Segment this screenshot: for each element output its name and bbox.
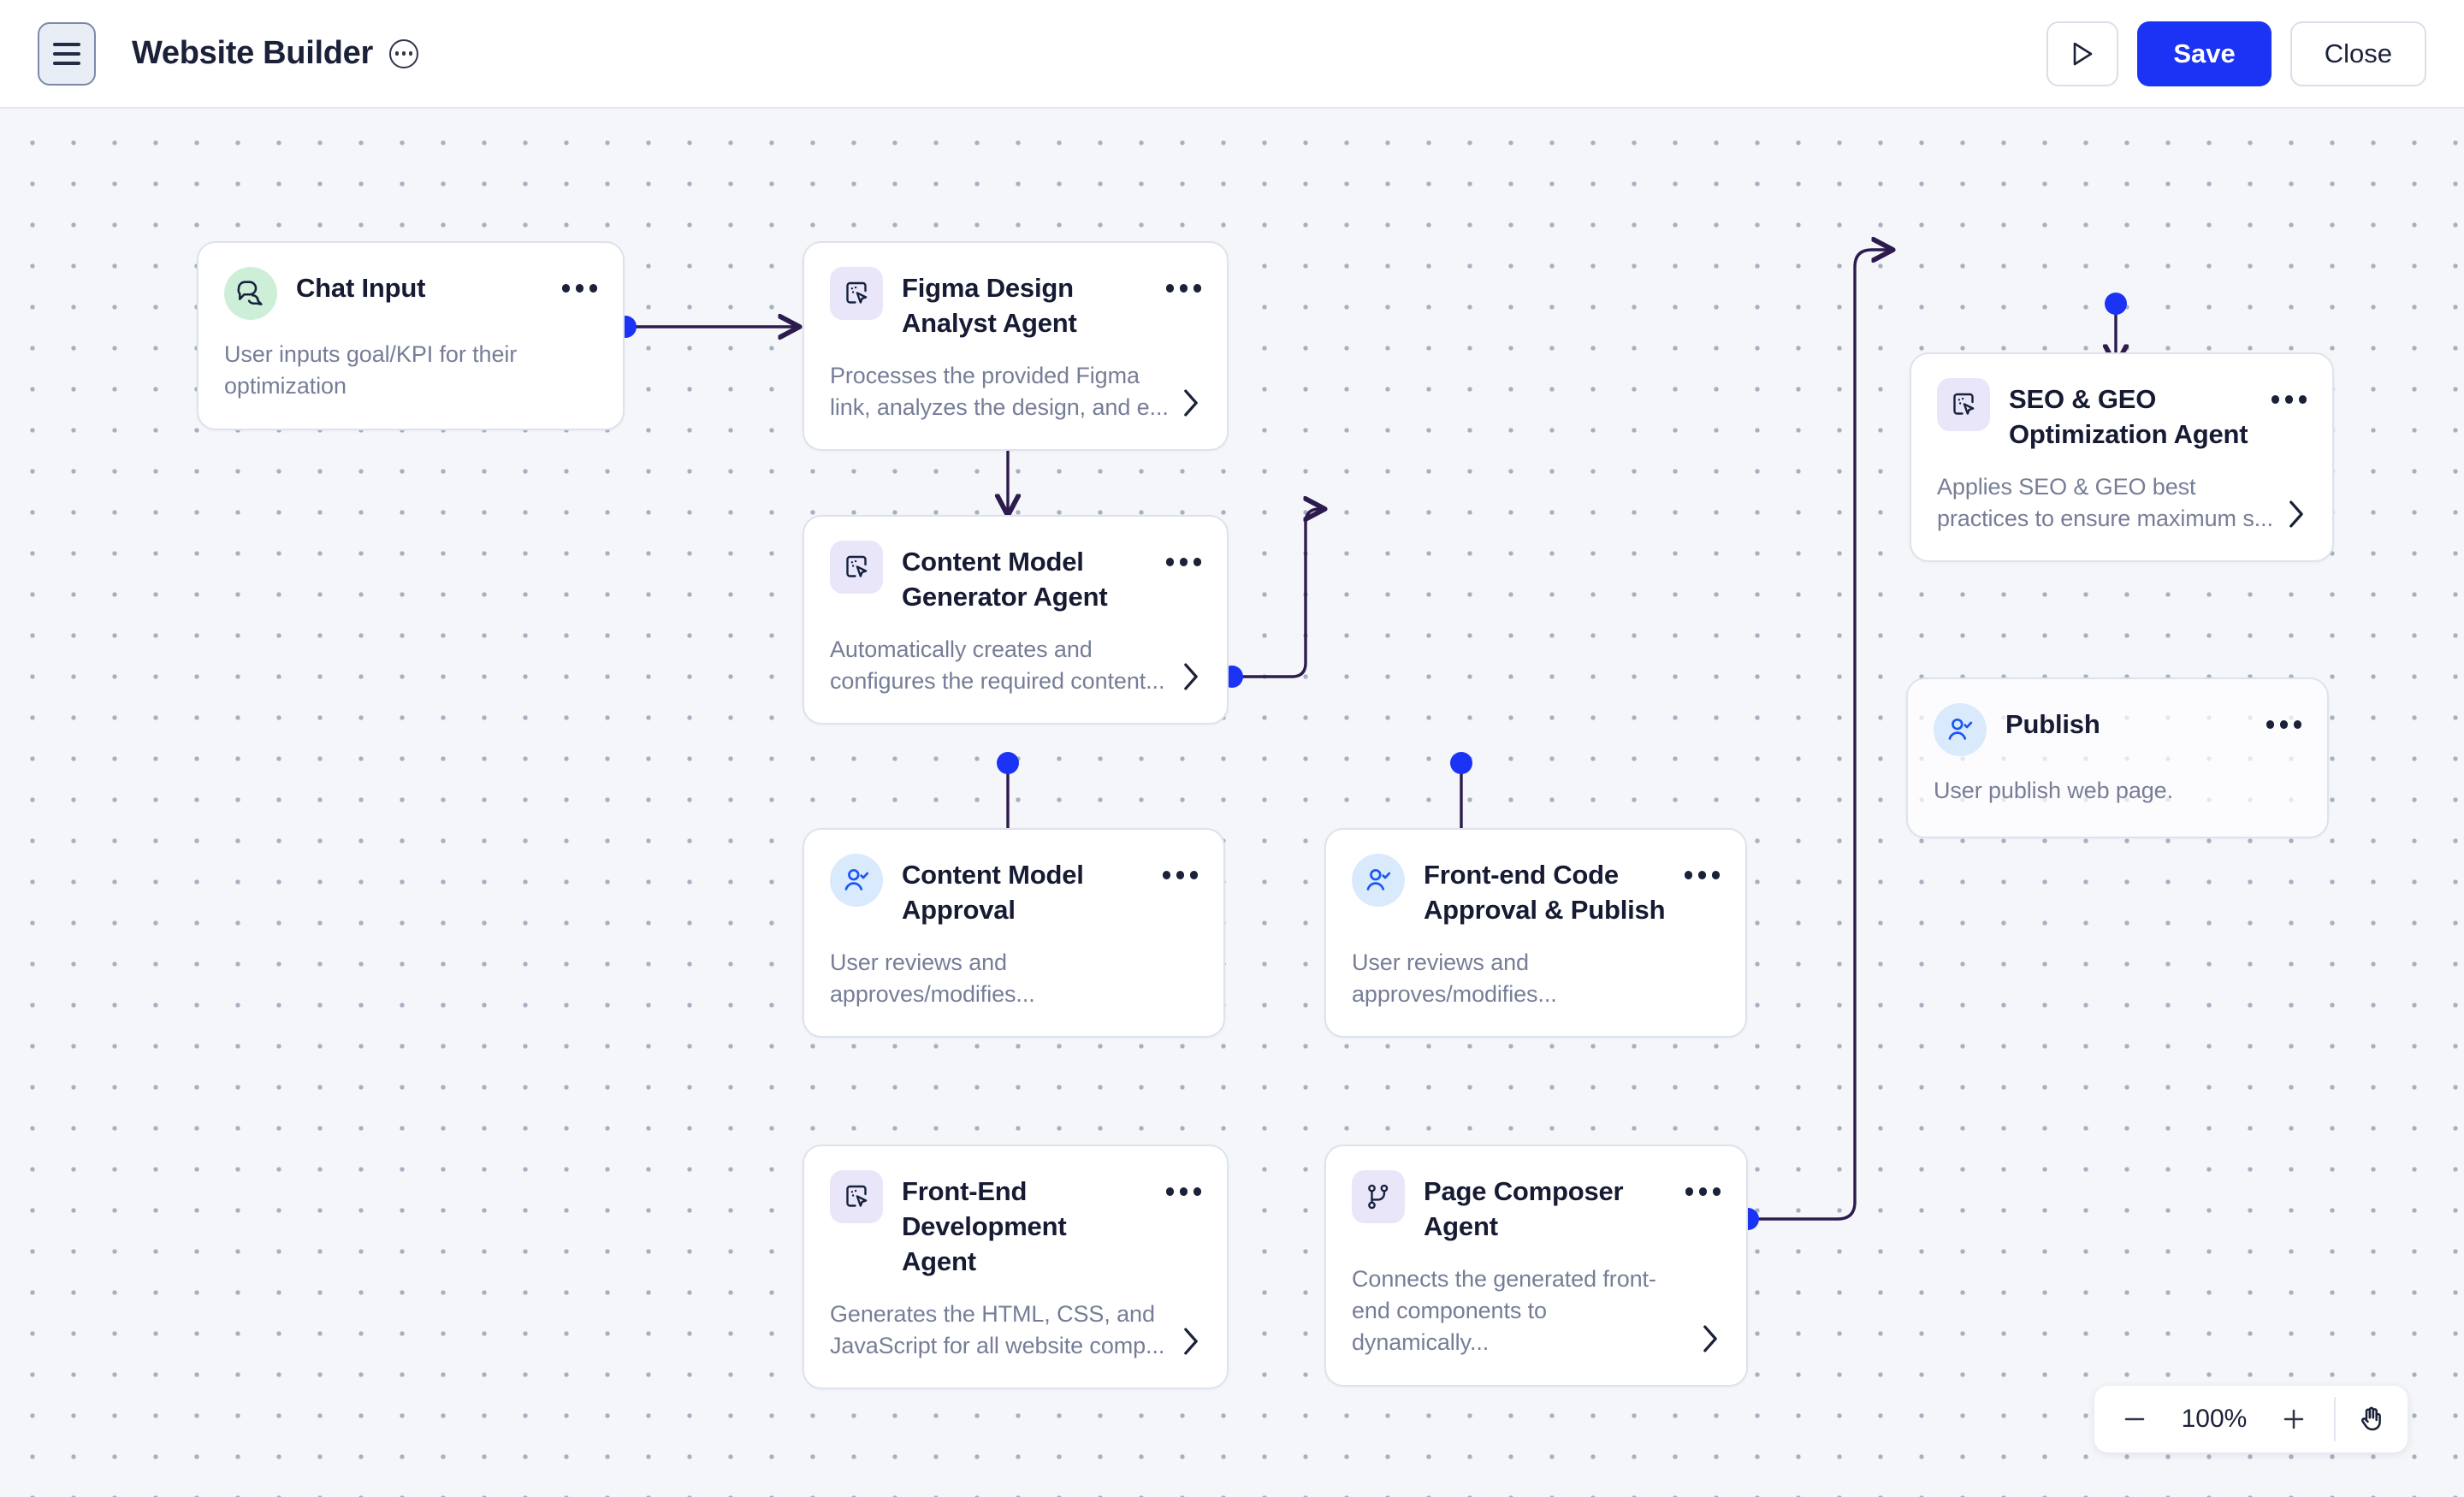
node-title: Content Model Generator Agent xyxy=(902,547,1108,612)
page-title: Website Builder xyxy=(132,35,373,71)
node-description: Connects the generated front-end compone… xyxy=(1352,1265,1656,1356)
node-front-end-code-approval-publish[interactable]: Front-end Code Approval & Publish User r… xyxy=(1324,828,1747,1038)
node-publish[interactable]: Publish User publish web page. xyxy=(1906,677,2329,838)
node-menu-icon[interactable] xyxy=(2271,378,2307,404)
document-cursor-icon xyxy=(1937,378,1990,431)
zoom-in-button[interactable] xyxy=(2276,1401,2312,1437)
node-title: SEO & GEO Optimization Agent xyxy=(2009,384,2248,449)
git-branch-icon xyxy=(1352,1170,1405,1223)
hamburger-menu-icon xyxy=(53,51,80,56)
node-menu-icon[interactable] xyxy=(561,267,597,293)
node-description: User publish web page. xyxy=(1934,778,2173,803)
node-front-end-development-agent[interactable]: Front-End Development Agent Generates th… xyxy=(803,1145,1229,1390)
hamburger-menu-button[interactable] xyxy=(38,21,96,86)
node-menu-icon[interactable] xyxy=(1684,854,1720,879)
node-description: User inputs goal/KPI for their optimizat… xyxy=(224,341,518,399)
minus-icon xyxy=(2124,1417,2145,1421)
chevron-right-icon[interactable] xyxy=(1700,1324,1721,1359)
node-menu-icon[interactable] xyxy=(1685,1170,1721,1196)
node-title: Front-end Code Approval & Publish xyxy=(1424,860,1666,925)
run-button[interactable] xyxy=(2046,21,2119,86)
handle-code-approval-out[interactable] xyxy=(1450,752,1472,774)
node-menu-icon[interactable] xyxy=(1162,854,1198,879)
node-title: Figma Design Analyst Agent xyxy=(902,273,1077,338)
zoom-toolbar: 100% xyxy=(2094,1386,2408,1453)
app-header: Website Builder Save Close xyxy=(0,0,2464,109)
node-seo-geo-optimization-agent[interactable]: SEO & GEO Optimization Agent Applies SEO… xyxy=(1910,352,2334,563)
node-title: Page Composer Agent xyxy=(1424,1176,1624,1241)
chevron-right-icon[interactable] xyxy=(1181,1327,1201,1362)
user-check-icon xyxy=(1934,703,1987,756)
document-cursor-icon xyxy=(830,1170,883,1223)
node-title: Front-End Development Agent xyxy=(902,1176,1067,1276)
node-figma-design-analyst-agent[interactable]: Figma Design Analyst Agent Processes the… xyxy=(803,241,1229,452)
handle-content-approval-out[interactable] xyxy=(997,752,1019,774)
hamburger-menu-icon xyxy=(53,61,80,65)
node-title: Content Model Approval xyxy=(902,860,1084,925)
chevron-right-icon[interactable] xyxy=(1181,388,1201,423)
node-chat-input[interactable]: Chat Input User inputs goal/KPI for thei… xyxy=(197,241,625,430)
zoom-out-button[interactable] xyxy=(2117,1401,2153,1437)
edge-frontend-dev-to-code-approval xyxy=(1230,509,1324,678)
hand-pan-icon xyxy=(2360,1406,2381,1431)
node-menu-icon[interactable] xyxy=(1165,541,1201,566)
zoom-level-value: 100% xyxy=(2181,1405,2248,1433)
toolbar-divider xyxy=(2334,1397,2336,1441)
chat-bubbles-icon xyxy=(224,267,277,320)
node-content-model-generator-agent[interactable]: Content Model Generator Agent Automatica… xyxy=(803,515,1229,725)
title-group: Website Builder xyxy=(132,35,418,72)
edge-page-composer-to-seo xyxy=(1581,250,1892,1221)
close-button[interactable]: Close xyxy=(2289,21,2426,86)
document-cursor-icon xyxy=(830,267,883,320)
node-description: Automatically creates and configures the… xyxy=(830,636,1165,695)
node-description: Generates the HTML, CSS, and JavaScript … xyxy=(830,1300,1165,1358)
hamburger-menu-icon xyxy=(53,42,80,46)
document-cursor-icon xyxy=(830,541,883,594)
node-menu-icon[interactable] xyxy=(1165,1170,1201,1196)
node-title: Chat Input xyxy=(296,273,426,303)
play-icon xyxy=(2074,42,2093,65)
handle-seo-out[interactable] xyxy=(2105,293,2127,315)
chevron-right-icon[interactable] xyxy=(2286,500,2307,535)
node-menu-icon[interactable] xyxy=(2266,703,2301,729)
user-check-icon xyxy=(830,854,883,907)
node-description: User reviews and approves/modifies... xyxy=(830,949,1035,1008)
pan-tool-button[interactable] xyxy=(2336,1404,2408,1435)
node-content-model-approval[interactable]: Content Model Approval User reviews and … xyxy=(803,828,1225,1038)
node-description: Processes the provided Figma link, analy… xyxy=(830,362,1169,421)
node-description: User reviews and approves/modifies... xyxy=(1352,949,1557,1008)
node-menu-icon[interactable] xyxy=(1165,267,1201,293)
node-title: Publish xyxy=(2005,709,2100,739)
node-page-composer-agent[interactable]: Page Composer Agent Connects the generat… xyxy=(1324,1145,1748,1387)
header-actions: Save Close xyxy=(2046,21,2426,86)
more-options-circle-icon[interactable] xyxy=(388,38,418,68)
plus-icon xyxy=(2283,1409,2304,1429)
node-description: Applies SEO & GEO best practices to ensu… xyxy=(1937,473,2273,532)
chevron-right-icon[interactable] xyxy=(1181,662,1201,697)
user-check-icon xyxy=(1352,854,1405,907)
save-button[interactable]: Save xyxy=(2137,21,2272,86)
workflow-canvas[interactable]: Chat Input User inputs goal/KPI for thei… xyxy=(0,109,2464,1497)
